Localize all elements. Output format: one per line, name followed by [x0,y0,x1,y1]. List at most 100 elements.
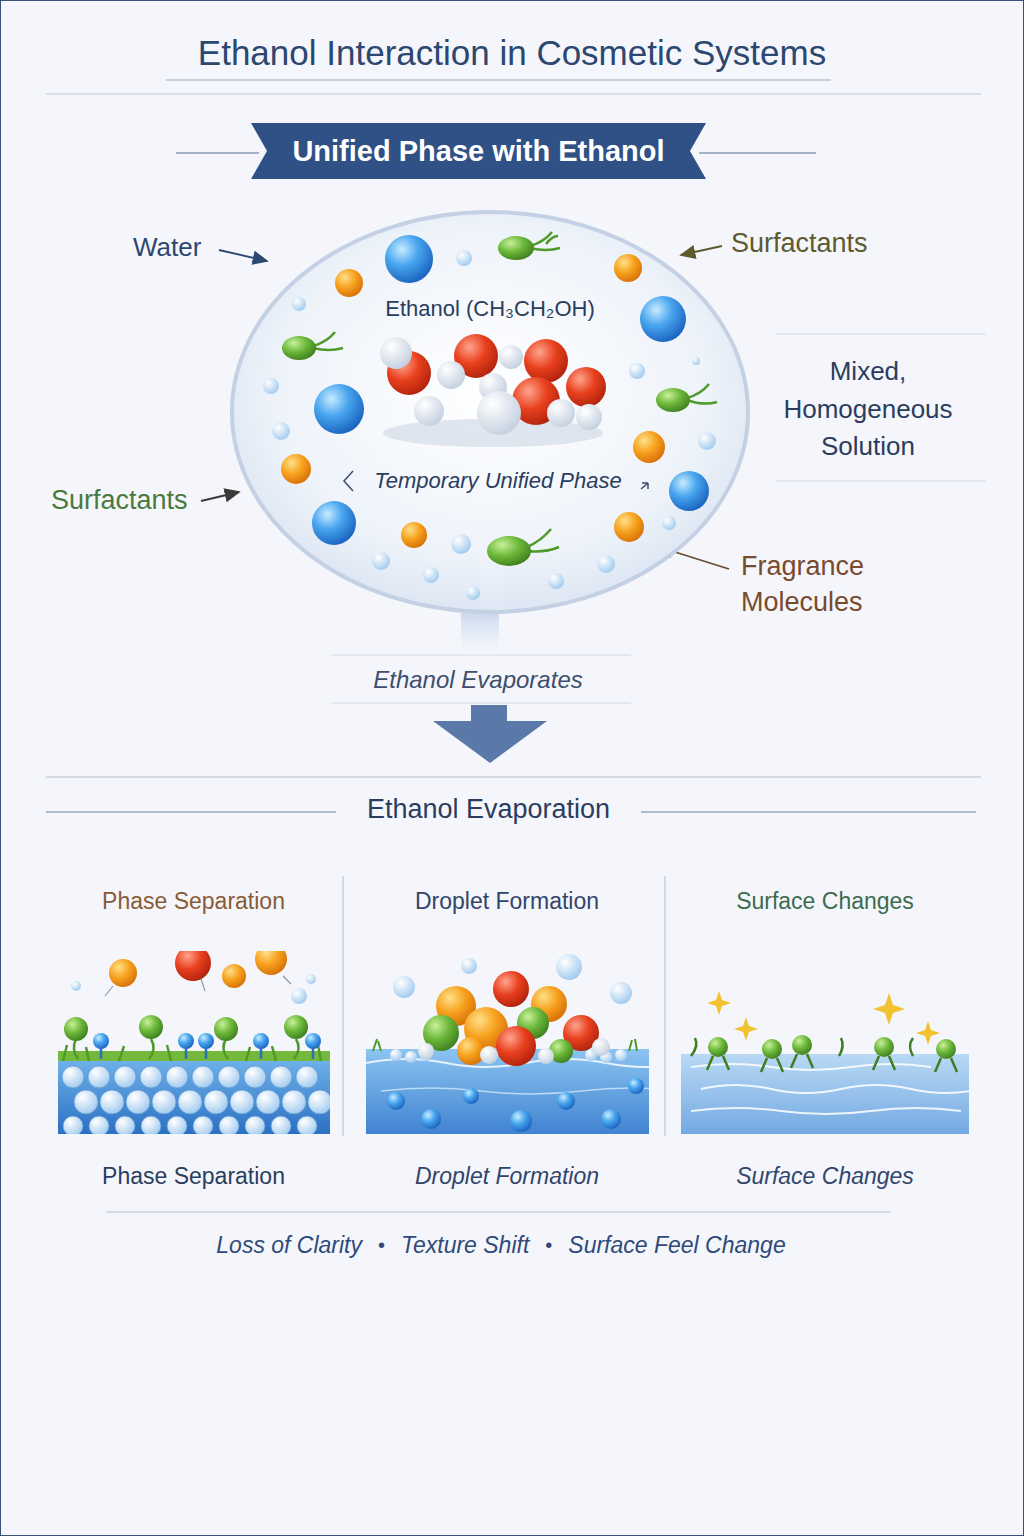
phase-separation-art-part-part [230,1090,254,1114]
phase-separation-art-part-part [74,1039,78,1059]
droplet-formation-art-part-part [635,1039,637,1051]
bubbles-part [698,432,716,450]
rule-lines-part [342,876,344,1136]
phase-separation-art-part-part [283,976,291,984]
droplet-formation-art-part [549,1039,573,1063]
node-heading: Phase Separation [56,887,331,916]
phase-separation-art-part-part [260,1047,263,1059]
surfactant-molecules-part [282,332,343,360]
phase-separation-art-part-part [115,1116,135,1134]
bubbles-part [692,357,700,365]
rule-lines-part [331,654,631,656]
water-molecules-part [385,235,433,283]
evaporation-arrow [433,613,547,763]
phase-separation-art-part-part [218,1066,240,1088]
bubbles-part [423,567,439,583]
surface-changes-art-part [681,1054,969,1134]
droplet-formation-art-part-part [480,1046,498,1064]
phase-separation-art-part [175,951,211,981]
phase-separation-art [58,951,330,1134]
droplet-formation-art-part [464,1007,508,1051]
leader-arrows-part [659,547,729,569]
phase-separation-art-part-part [64,1017,88,1041]
phase-separation-art-part-part [114,1066,136,1088]
part-label: Surfactants [731,227,868,261]
phase-separation-art-part-part [178,1033,194,1049]
surface-changes-art [681,991,969,1134]
phase-separation-art-part-part [246,1047,250,1061]
leader-arrows-part [201,492,239,501]
ethanol-molecule-part [414,396,444,426]
phase-separation-art-part-part [88,1066,110,1088]
part-label: Surfactants [51,484,188,518]
surfactant-molecules-part-part [687,384,717,404]
droplet-formation-art-part [563,1015,599,1051]
phase-separation-art-part-part [140,1066,162,1088]
evaporation-arrow-part [471,705,507,723]
phase-separation-art-part-part [205,1047,208,1059]
droplet-formation-art-part [373,1039,637,1051]
rule-lines-part [46,776,981,778]
surface-changes-art-part-part [691,1108,961,1114]
phase-separation-art-part-part [244,1066,266,1088]
phase-separation-art-part-part [119,1046,124,1061]
surfactant-molecules [282,232,717,566]
node-caption: Surface Changes [679,1162,971,1191]
phase-separation-art-part-part [296,1066,318,1088]
evaporation-arrow-part [433,721,547,763]
surface-changes-art-part-part [792,1035,812,1055]
surface-changes-art-part-part [701,1085,969,1093]
phase-separation-art-part-part [167,1045,171,1061]
phase-separation-art-part-part [63,1045,67,1061]
ethanol-molecule-part [454,334,498,378]
surface-changes-art-part-part [761,1058,783,1072]
ethanol-molecule-part [477,391,521,435]
surface-changes-art-part [708,1035,956,1059]
droplet-formation-art-part-part [373,1039,377,1051]
surface-changes-art-part-part [839,1038,843,1056]
rule-lines-part [664,876,666,1136]
water-molecules-part [314,384,364,434]
bubbles-part [466,586,480,600]
phase-separation-art-part-part [100,1047,103,1059]
phase-separation-art-part-part [126,1090,150,1114]
surface-changes-panel: Surface ChangesSurface Changes [679,881,971,1193]
droplet-formation-art-part-part [601,1109,621,1129]
circle-fill [232,212,748,612]
phase-separation-art-part-part [192,1066,214,1088]
effect-label: Texture Shift [401,1231,529,1260]
water-molecules-part [669,471,709,511]
droplet-formation-art-part [390,1049,627,1063]
surface-changes-art-part [691,1038,957,1072]
phase-separation-art-part-part [270,1066,292,1088]
droplet-formation-art-part [423,1015,459,1051]
droplet-formation-art-part [496,1026,536,1066]
phase-separation-art-part-part [100,1090,124,1114]
phase-separation-art-part-part [219,1116,239,1134]
surface-changes-art-part-part [691,1064,931,1070]
water-molecules-part [312,501,356,545]
note-label: Mixed, Homogeneous Solution [773,353,963,466]
fragrance-molecules [281,254,665,548]
water-molecules-part [640,296,686,342]
phase-separation-art-part-part [71,981,81,991]
surface-changes-art-part-part [874,1037,894,1057]
surface-changes-art-part-part [691,1038,696,1056]
phase-separation-art-part-part [178,1090,202,1114]
phase-separation-art-part-part [204,1090,228,1114]
surface-changes-art-part-part [873,993,905,1025]
droplet-formation-art-part-part [600,1051,612,1063]
droplet-formation-art-part-part [510,1110,532,1132]
phase-separation-art-part-part [256,1090,280,1114]
phase-separation-art-part-part [141,1116,161,1134]
node-caption: Droplet Formation [363,1162,651,1191]
phase-separation-art-part [222,964,246,988]
rule-lines-part [46,93,981,95]
bubbles-part [597,555,615,573]
ethanol-molecule-part [524,339,568,383]
surface-changes-art-part-part [936,1039,956,1059]
rule-lines-part [776,333,986,335]
